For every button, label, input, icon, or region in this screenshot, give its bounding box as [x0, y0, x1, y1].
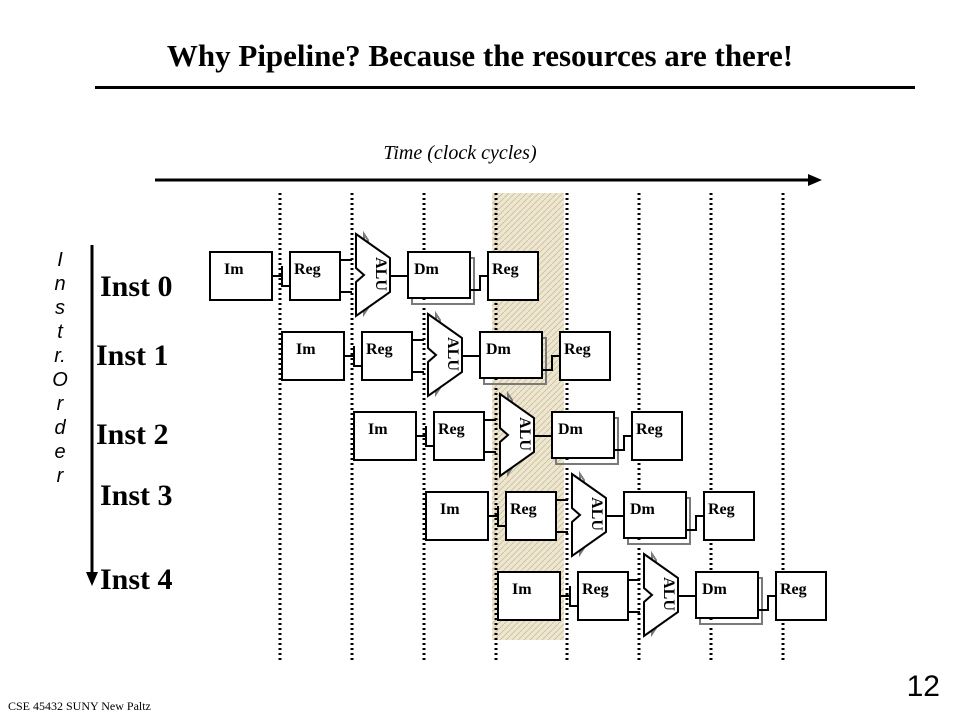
reg-wb-label: Reg — [564, 341, 591, 358]
im-reg-connector — [416, 426, 434, 447]
dm-label: Dm — [414, 261, 440, 278]
im-reg-connector — [272, 266, 290, 287]
reg-label: Reg — [438, 421, 465, 438]
alu-label: ALU — [444, 337, 461, 371]
instruction-order-axis-label: I n s t r. O r d e r — [30, 248, 90, 488]
dm-box — [479, 331, 543, 379]
alu-shape — [643, 552, 679, 638]
reg-box — [361, 331, 413, 381]
inst-label-3: Inst 3 — [100, 479, 173, 512]
pipeline-row: Im Reg ALU Dm Reg — [281, 310, 611, 398]
reg-wb-label: Reg — [708, 501, 735, 518]
dm-box — [407, 251, 471, 299]
title-underline — [95, 86, 915, 89]
im-reg-connector — [344, 346, 362, 367]
reg-alu-connector — [628, 579, 640, 613]
slide-title: Why Pipeline? Because the resources are … — [166, 38, 794, 73]
order-letter: r — [56, 465, 64, 487]
reg-box — [289, 251, 341, 301]
order-letter: I — [57, 249, 63, 271]
reg-alu-connector — [340, 259, 352, 293]
reg-box — [577, 571, 629, 621]
dm-label: Dm — [702, 581, 728, 598]
reg-label: Reg — [294, 261, 321, 278]
order-letter: r. — [54, 345, 66, 367]
alu-label: ALU — [516, 417, 533, 451]
reg-box — [433, 411, 485, 461]
dm-label: Dm — [630, 501, 656, 518]
reg-wb-label: Reg — [636, 421, 663, 438]
pipeline-row: Im Reg ALU Dm Reg — [425, 470, 755, 558]
instruction-order-arrow — [86, 245, 98, 586]
time-arrow — [155, 174, 822, 186]
reg-alu-connector — [412, 339, 424, 373]
order-letter: d — [54, 417, 66, 439]
reg-wb-box — [559, 331, 611, 381]
reg-wb-box — [775, 571, 827, 621]
reg-wb-label: Reg — [780, 581, 807, 598]
page-number: 12 — [906, 670, 940, 703]
dm-box — [551, 411, 615, 459]
dm-wb-connector — [470, 275, 488, 291]
dm-wb-connector — [686, 515, 704, 531]
reg-wb-box — [631, 411, 683, 461]
order-letter: e — [54, 441, 66, 463]
order-letter: r — [56, 393, 64, 415]
pipeline-row: Im Reg ALU Dm Reg — [497, 550, 827, 638]
alu-shape — [499, 392, 535, 478]
im-label: Im — [224, 261, 244, 278]
dm-label: Dm — [558, 421, 584, 438]
im-label: Im — [296, 341, 316, 358]
inst-label-2: Inst 2 — [96, 418, 169, 451]
pipeline-row: Im Reg ALU Dm Reg — [353, 390, 683, 478]
footer-course-label: CSE 45432 SUNY New Paltz — [8, 699, 151, 713]
dm-wb-connector — [614, 435, 632, 451]
reg-label: Reg — [366, 341, 393, 358]
dm-label: Dm — [486, 341, 512, 358]
reg-wb-box — [487, 251, 539, 301]
reg-wb-label: Reg — [492, 261, 519, 278]
im-box — [281, 331, 345, 381]
reg-box — [505, 491, 557, 541]
im-box — [209, 251, 273, 301]
im-reg-connector — [488, 506, 506, 527]
alu-label: ALU — [372, 257, 389, 291]
im-label: Im — [440, 501, 460, 518]
inst-label-1: Inst 1 — [96, 339, 169, 372]
im-label: Im — [512, 581, 532, 598]
alu-shape — [571, 472, 607, 558]
reg-alu-connector — [484, 419, 496, 453]
dm-wb-connector — [542, 355, 560, 371]
order-letter: t — [57, 321, 63, 343]
dm-box — [695, 571, 759, 619]
im-label: Im — [368, 421, 388, 438]
reg-alu-connector — [556, 499, 568, 533]
reg-label: Reg — [582, 581, 609, 598]
order-letter: n — [54, 273, 66, 295]
time-axis-label: Time (clock cycles) — [383, 142, 537, 164]
im-reg-connector — [560, 586, 578, 607]
pipeline-row: Im Reg ALU Dm Reg — [209, 230, 539, 318]
reg-wb-box — [703, 491, 755, 541]
alu-shape — [427, 312, 463, 398]
reg-label: Reg — [510, 501, 537, 518]
inst-label-0: Inst 0 — [100, 270, 173, 303]
im-box — [353, 411, 417, 461]
dm-box — [623, 491, 687, 539]
order-letter: O — [52, 369, 68, 391]
inst-label-4: Inst 4 — [100, 563, 173, 596]
alu-label: ALU — [588, 497, 605, 531]
alu-shape — [355, 232, 391, 318]
order-letter: s — [55, 297, 65, 319]
dm-wb-connector — [758, 595, 776, 611]
alu-label: ALU — [660, 577, 677, 611]
